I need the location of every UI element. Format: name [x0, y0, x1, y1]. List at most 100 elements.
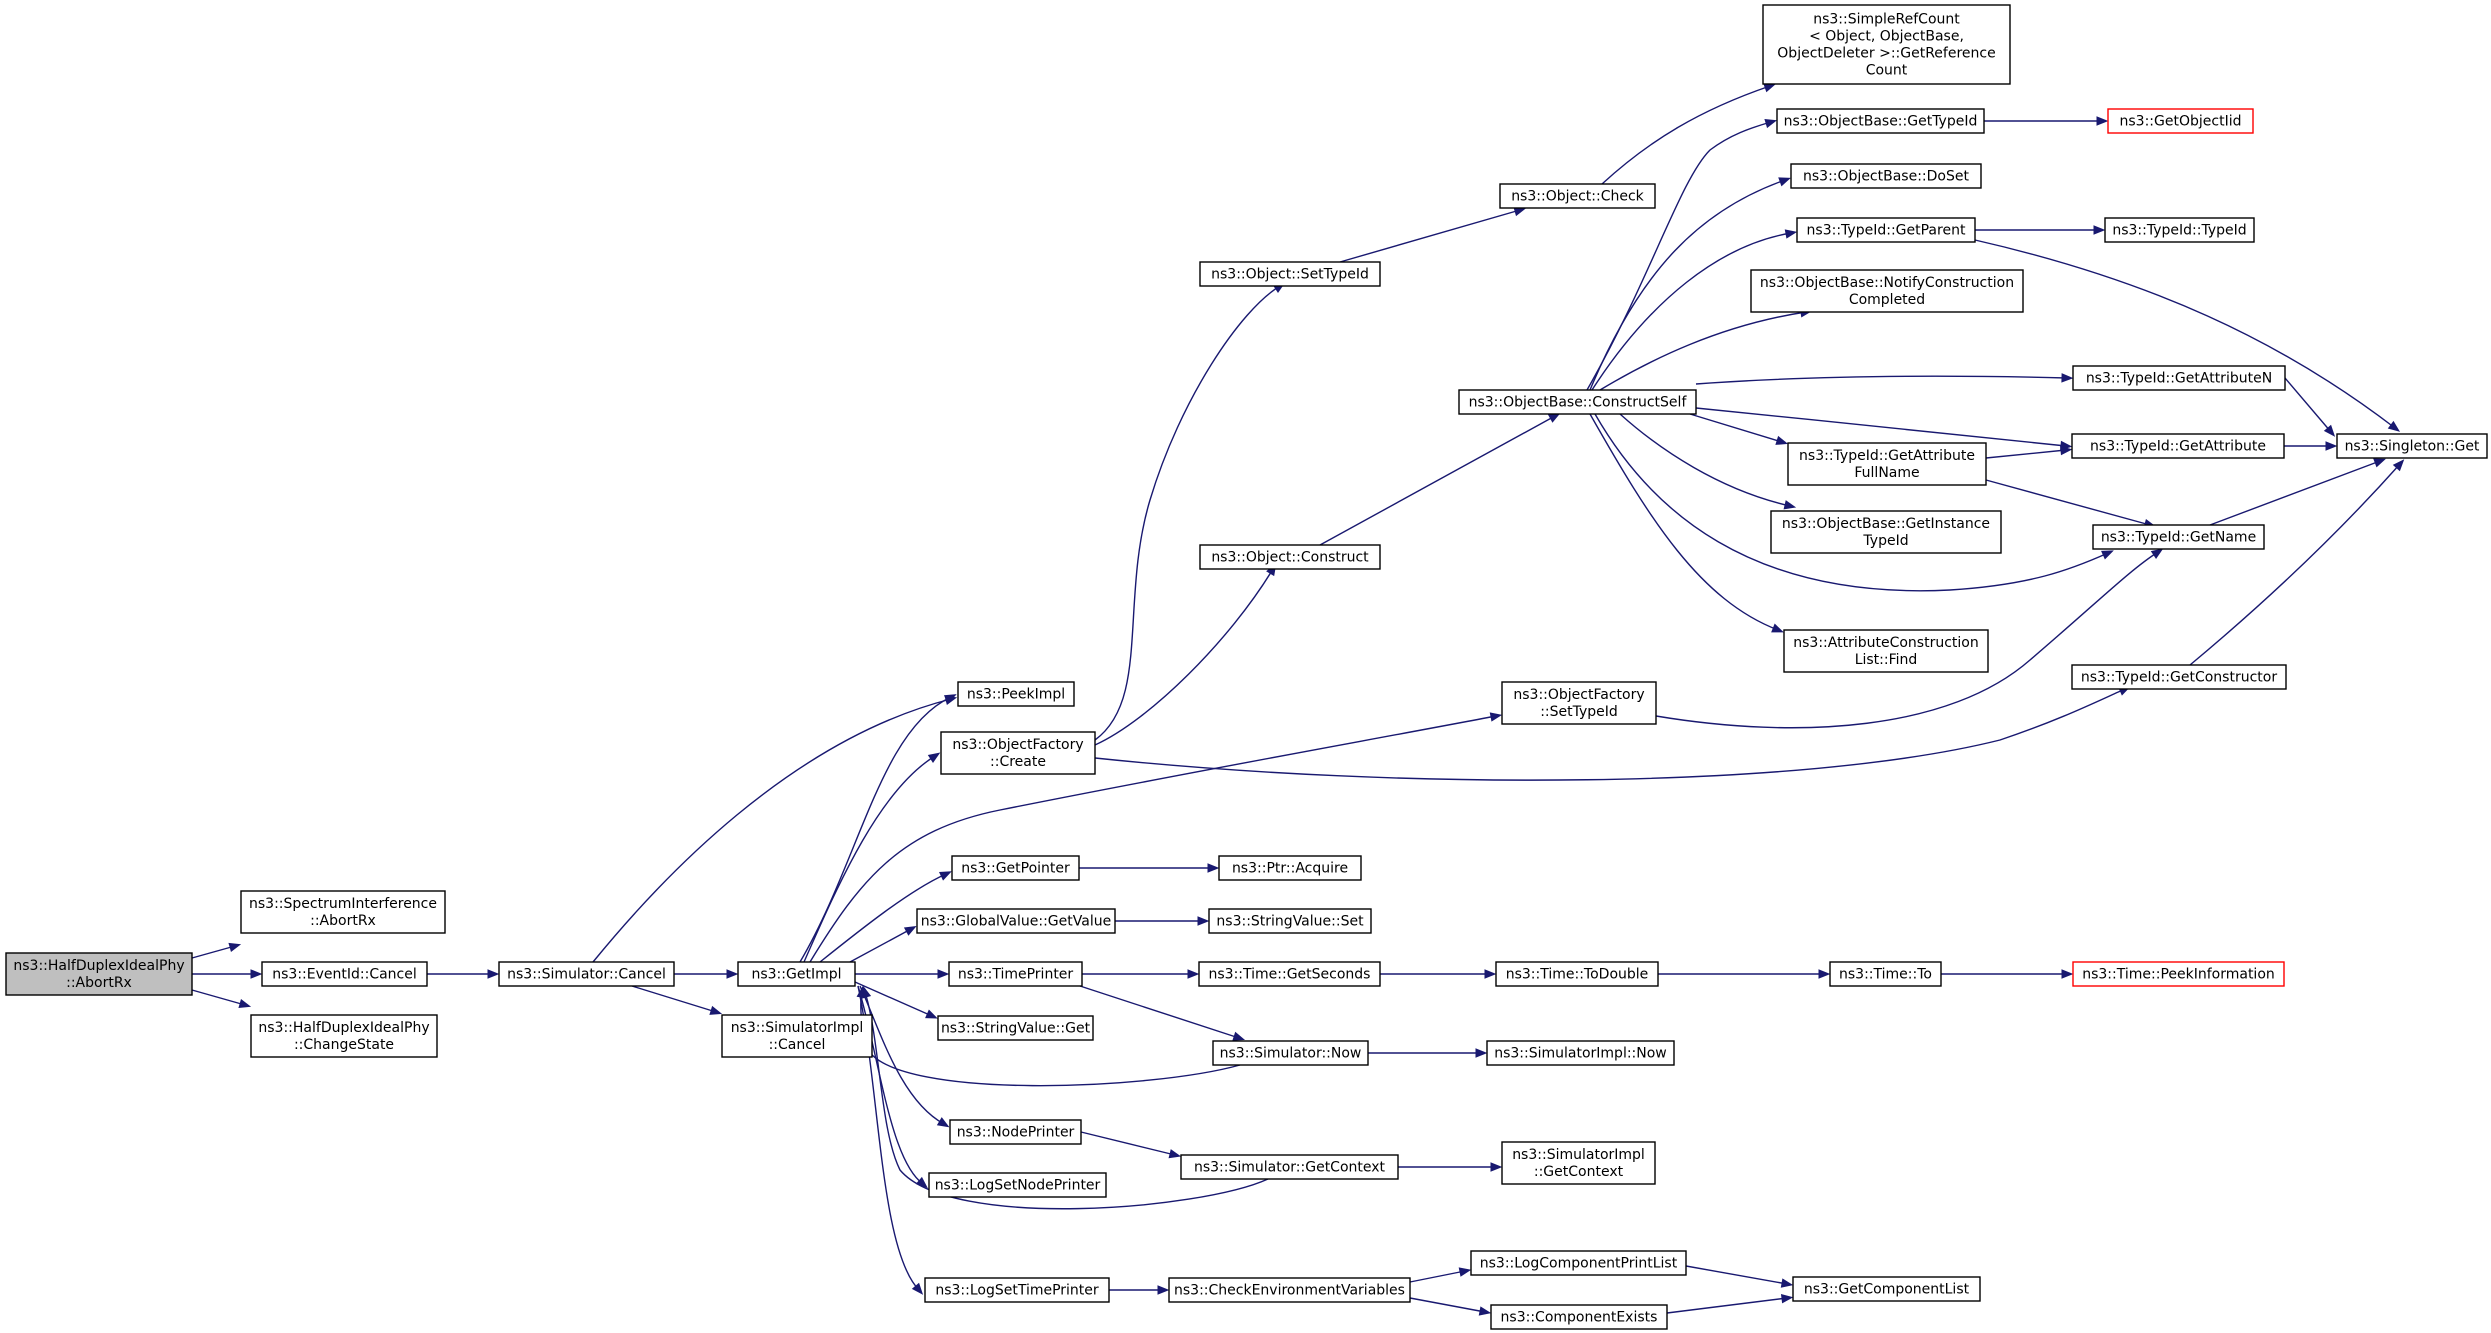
edge-of_create-to-obj_settypeid — [1094, 282, 1286, 741]
node-label: ns3::GetImpl — [751, 967, 841, 983]
edge-sim_cancel-to-peekimpl — [592, 695, 958, 963]
node-ob-doset[interactable]: ns3::ObjectBase::DoSet — [1790, 163, 1982, 189]
node-sim-now[interactable]: ns3::Simulator::Now — [1212, 1040, 1369, 1066]
node-box — [1762, 4, 2011, 85]
node-tid-getattributen[interactable]: ns3::TypeId::GetAttributeN — [2072, 365, 2286, 391]
arrowhead — [1197, 916, 1210, 926]
node-logsetnodeprinter[interactable]: ns3::LogSetNodePrinter — [928, 1172, 1107, 1198]
edge-line — [819, 873, 947, 963]
node-box — [250, 1014, 438, 1058]
node-ob-constructself[interactable]: ns3::ObjectBase::ConstructSelf — [1458, 389, 1697, 415]
arrowhead — [228, 942, 242, 953]
node-box — [1501, 1141, 1656, 1185]
node-label: ns3::Time::PeekInformation — [2082, 967, 2275, 983]
arrowhead — [726, 969, 739, 979]
node-obj-check[interactable]: ns3::Object::Check — [1499, 183, 1656, 209]
node-tid-getname[interactable]: ns3::TypeId::GetName — [2092, 524, 2265, 550]
node-ptr-acquire[interactable]: ns3::Ptr::Acquire — [1218, 855, 1362, 881]
node-label: ns3::AttributeConstruction — [1793, 635, 1978, 651]
node-checkenv[interactable]: ns3::CheckEnvironmentVariables — [1168, 1277, 1411, 1303]
node-box — [1501, 681, 1657, 725]
node-getobjectiid[interactable]: ns3::GetObjectIid — [2107, 108, 2254, 134]
edge-line — [857, 985, 924, 1185]
node-obj-construct[interactable]: ns3::Object::Construct — [1199, 544, 1381, 570]
node-peekimpl[interactable]: ns3::PeekImpl — [957, 681, 1075, 707]
node-of-settypeid[interactable]: ns3::ObjectFactory::SetTypeId — [1501, 681, 1657, 725]
node-of-create[interactable]: ns3::ObjectFactory::Create — [940, 731, 1096, 775]
node-eventid-cancel[interactable]: ns3::EventId::Cancel — [261, 961, 428, 987]
edge-ob_constructself-to-acl_find — [1589, 413, 1784, 633]
edge-ob_gettypeid-to-getobjectiid — [1984, 116, 2109, 126]
node-logsettimeprinter[interactable]: ns3::LogSetTimePrinter — [924, 1277, 1110, 1303]
node-time-to[interactable]: ns3::Time::To — [1829, 961, 1942, 987]
node-singleton-get[interactable]: ns3::Singleton::Get — [2336, 433, 2488, 459]
node-layer: ns3::HalfDuplexIdealPhy::AbortRxns3::Spe… — [5, 4, 2488, 1330]
edge-compexists-to-getcomponentlist — [1666, 1293, 1794, 1314]
node-box — [949, 1119, 1082, 1145]
node-refcount[interactable]: ns3::SimpleRefCount< Object, ObjectBase,… — [1762, 4, 2011, 85]
node-nodeprinter[interactable]: ns3::NodePrinter — [949, 1119, 1082, 1145]
edge-line — [1339, 209, 1521, 263]
node-box — [1199, 544, 1381, 570]
edge-line — [1409, 1297, 1486, 1313]
node-label: ns3::TypeId::GetParent — [1807, 223, 1966, 239]
node-box — [721, 1014, 873, 1058]
node-sim-getcontext[interactable]: ns3::Simulator::GetContext — [1180, 1154, 1399, 1180]
edge-time_getseconds-to-time_todouble — [1380, 969, 1497, 979]
node-label: ns3::TypeId::GetAttribute — [1799, 448, 1975, 464]
arrowhead — [238, 998, 252, 1009]
node-label: ns3::SimulatorImpl — [1512, 1147, 1645, 1163]
node-label: ns3::LogComponentPrintList — [1480, 1256, 1678, 1272]
edge-tid_getparent-to-tid_typeid — [1975, 225, 2106, 235]
node-logcompprintlist[interactable]: ns3::LogComponentPrintList — [1470, 1250, 1687, 1276]
node-tid-typeid[interactable]: ns3::TypeId::TypeId — [2104, 217, 2255, 243]
node-tid-getconstructor[interactable]: ns3::TypeId::GetConstructor — [2071, 664, 2287, 690]
node-changestate[interactable]: ns3::HalfDuplexIdealPhy::ChangeState — [250, 1014, 438, 1058]
arrowhead — [1478, 1306, 1492, 1316]
node-label: ns3::TypeId::GetConstructor — [2081, 670, 2277, 686]
edge-line — [1594, 413, 2109, 592]
node-label: FullName — [1854, 465, 1919, 481]
node-timeprinter[interactable]: ns3::TimePrinter — [948, 961, 1083, 987]
node-label: ns3::Ptr::Acquire — [1232, 861, 1348, 877]
node-time-todouble[interactable]: ns3::Time::ToDouble — [1495, 961, 1659, 987]
edge-getpointer-to-ptr_acquire — [1079, 863, 1220, 873]
node-box — [2104, 217, 2255, 243]
node-box — [928, 1172, 1107, 1198]
edge-line — [1985, 479, 2151, 526]
node-time-peekinfo[interactable]: ns3::Time::PeekInformation — [2072, 961, 2285, 987]
node-obj-settypeid[interactable]: ns3::Object::SetTypeId — [1199, 261, 1381, 287]
arrowhead — [2150, 548, 2164, 559]
node-simimpl-now[interactable]: ns3::SimulatorImpl::Now — [1486, 1040, 1675, 1066]
node-ob-notify[interactable]: ns3::ObjectBase::NotifyConstructionCompl… — [1750, 269, 2024, 313]
node-tid-getparent[interactable]: ns3::TypeId::GetParent — [1796, 217, 1976, 243]
edge-of_create-to-obj_construct — [1094, 563, 1277, 746]
node-box — [924, 1277, 1110, 1303]
arrowhead — [1780, 1278, 1794, 1288]
node-ob-gettypeid[interactable]: ns3::ObjectBase::GetTypeId — [1776, 108, 1985, 134]
edge-line — [592, 698, 952, 963]
node-tid-getattribute[interactable]: ns3::TypeId::GetAttribute — [2071, 433, 2285, 459]
node-getcomponentlist[interactable]: ns3::GetComponentList — [1792, 1276, 1981, 1302]
node-spec-abortrx[interactable]: ns3::SpectrumInterference::AbortRx — [240, 890, 446, 934]
node-time-getseconds[interactable]: ns3::Time::GetSeconds — [1198, 961, 1381, 987]
node-gv-getvalue[interactable]: ns3::GlobalValue::GetValue — [916, 908, 1116, 934]
node-simimpl-getcontext[interactable]: ns3::SimulatorImpl::GetContext — [1501, 1141, 1656, 1185]
arrowhead — [1818, 969, 1831, 979]
node-simimpl-cancel[interactable]: ns3::SimulatorImpl::Cancel — [721, 1014, 873, 1058]
node-label: ns3::SimpleRefCount — [1813, 12, 1960, 28]
node-getimpl[interactable]: ns3::GetImpl — [737, 961, 856, 987]
node-sv-get[interactable]: ns3::StringValue::Get — [937, 1015, 1094, 1041]
node-box — [1486, 1040, 1675, 1066]
edge-line — [2209, 460, 2381, 526]
node-getpointer[interactable]: ns3::GetPointer — [951, 855, 1080, 881]
node-compexists[interactable]: ns3::ComponentExists — [1490, 1304, 1668, 1330]
node-sv-set[interactable]: ns3::StringValue::Set — [1208, 908, 1372, 934]
node-label: ::SetTypeId — [1540, 704, 1618, 720]
node-sim-cancel[interactable]: ns3::Simulator::Cancel — [498, 961, 675, 987]
edge-getimpl-to-sv_get — [854, 981, 938, 1019]
edge-logsettimeprinter-to-checkenv — [1109, 1285, 1170, 1295]
